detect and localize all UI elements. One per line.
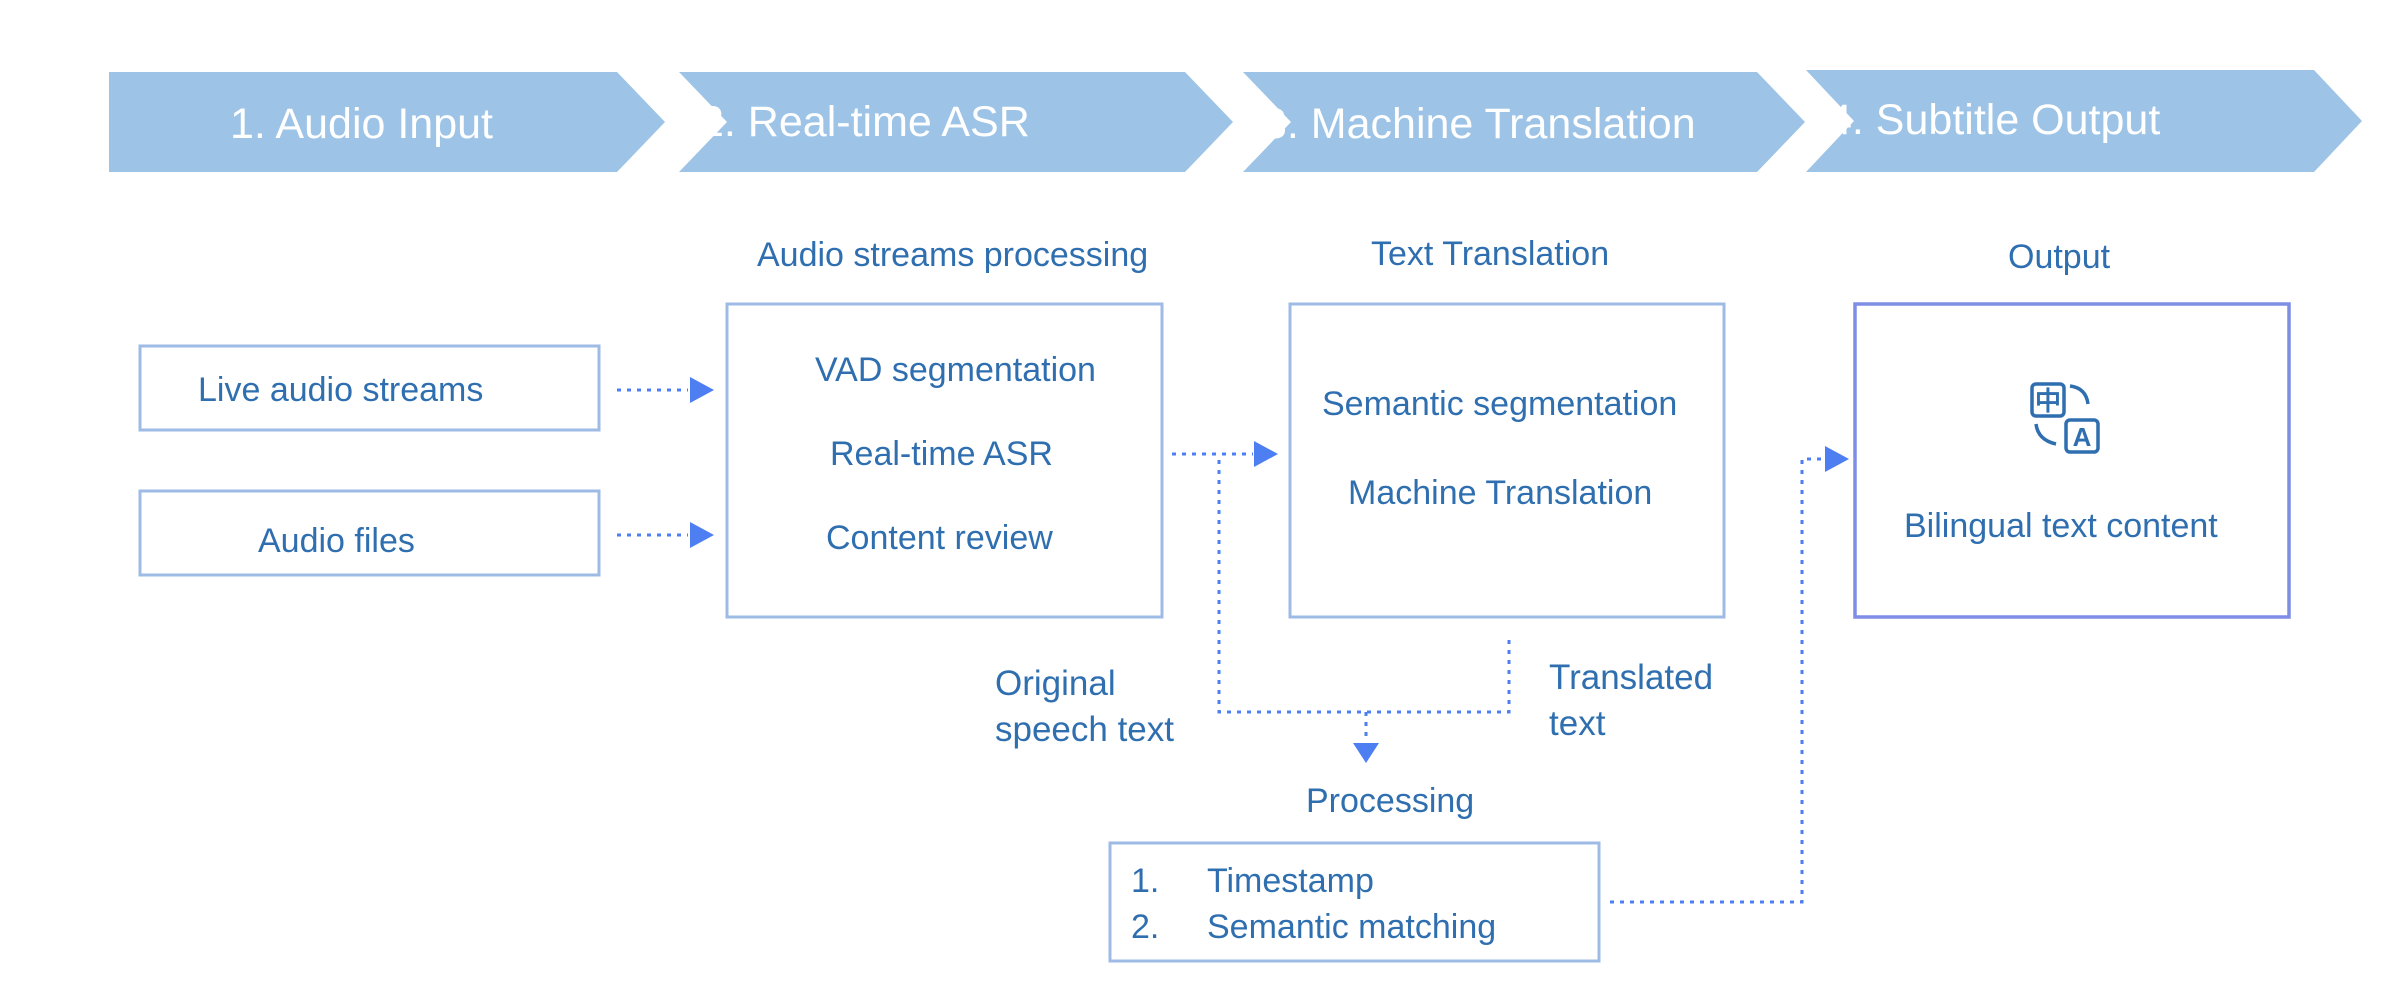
processing-to-output-path [1610,457,1823,904]
stage-2-chevron [679,72,1233,172]
asr-item-realtime: Real-time ASR [830,435,1053,473]
stage-banner: 1. Audio Input 2. Real-time ASR 3. Machi… [109,70,2362,172]
stage-4-label: 4. Subtitle Output [1828,96,2160,144]
translated-text-label-line2: text [1549,704,1606,743]
translation-box [1288,302,1726,619]
processing-item-2-text: Semantic matching [1207,908,1496,946]
stage-3-label: 3. Machine Translation [1263,100,1696,148]
processing-to-output-arrowhead [1825,446,1849,472]
live-audio-streams-box [138,344,601,432]
original-speech-label-line2: speech text [995,710,1174,749]
processing-item-1-num: 1. [1131,862,1159,900]
audio-files-box [138,489,601,577]
asr-section-title: Audio streams processing [757,236,1148,274]
processing-box [1108,841,1601,963]
svg-text:A: A [2073,422,2092,452]
translated-text-label-line1: Translated [1549,658,1713,697]
processing-item-2-num: 2. [1131,908,1159,946]
processing-arrowhead [1353,743,1379,763]
stage-2-label: 2. Real-time ASR [700,98,1030,146]
asr-to-translation-arrowhead [1254,441,1278,467]
translation-section-title: Text Translation [1371,235,1609,273]
translation-item-mt: Machine Translation [1348,474,1652,512]
svg-text:中: 中 [2035,386,2061,416]
live-audio-streams-label: Live audio streams [198,371,483,409]
asr-item-vad: VAD segmentation [815,351,1096,389]
stage-3-chevron [1243,72,1805,172]
output-box [1853,302,2291,619]
processing-title: Processing [1306,782,1474,820]
processing-item-1-text: Timestamp [1207,862,1374,900]
translation-item-segmentation: Semantic segmentation [1322,385,1677,423]
stage-1-label: 1. Audio Input [230,100,493,148]
translate-icon: 中 A [2030,382,2100,454]
output-content-label: Bilingual text content [1904,507,2218,545]
stage-1-chevron [109,72,665,172]
live-streams-arrowhead [690,377,714,403]
stage-4-chevron [1806,70,2362,172]
original-text-path [1217,460,1366,714]
original-speech-label-line1: Original [995,664,1116,703]
audio-files-arrowhead [690,522,714,548]
output-section-title: Output [2008,238,2111,276]
audio-files-label: Audio files [258,522,415,560]
translated-text-path [1366,640,1511,714]
asr-item-review: Content review [826,519,1053,557]
asr-box [725,302,1164,619]
